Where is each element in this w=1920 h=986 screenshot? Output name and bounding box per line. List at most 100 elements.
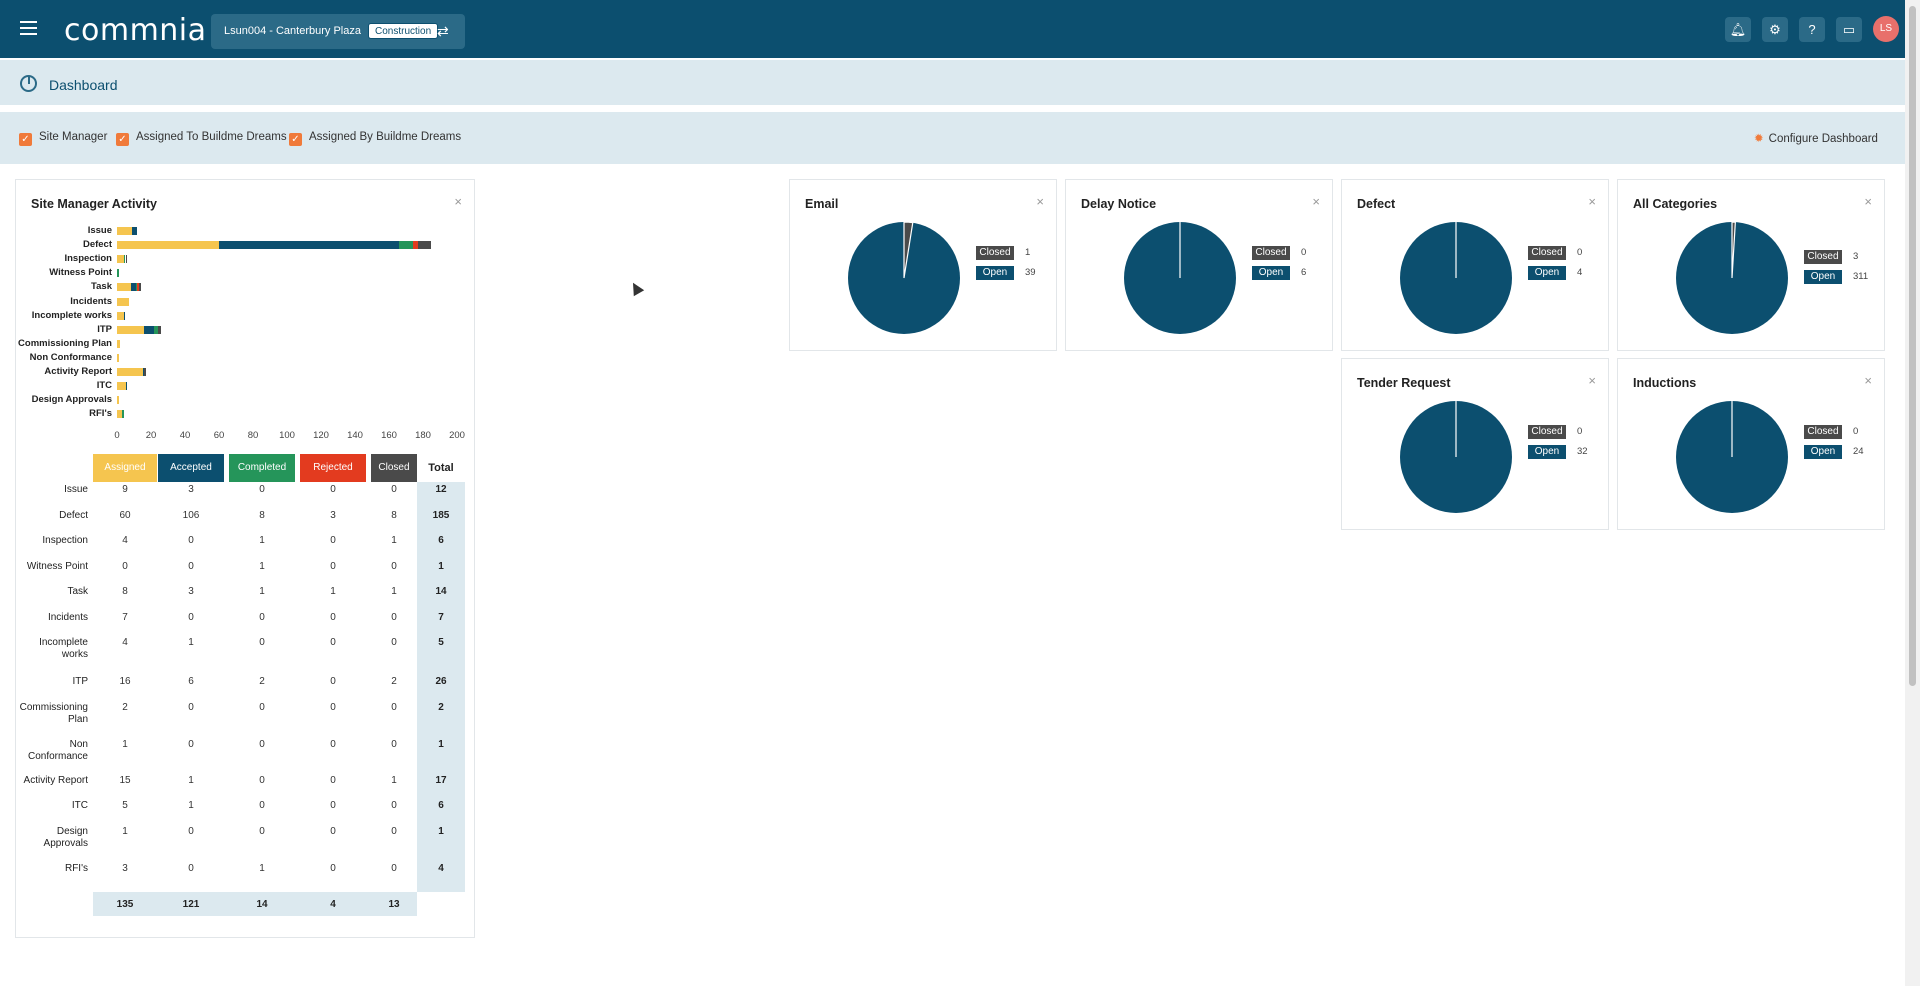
table-cell[interactable]: 8 [391, 510, 397, 521]
table-cell[interactable]: 0 [330, 826, 336, 837]
table-cell[interactable]: 15 [119, 775, 131, 786]
scrollbar-thumb[interactable] [1909, 6, 1916, 686]
table-cell[interactable]: 0 [391, 863, 397, 874]
table-row-total[interactable]: 185 [432, 510, 450, 521]
notifications-icon[interactable]: 🔔︎ [1725, 17, 1751, 42]
table-cell[interactable]: 6 [188, 676, 194, 687]
table-cell[interactable]: 0 [259, 800, 265, 811]
table-cell[interactable]: 9 [122, 484, 128, 495]
table-cell[interactable]: 0 [259, 739, 265, 750]
table-cell[interactable]: 0 [259, 775, 265, 786]
settings-icon[interactable]: ⚙ [1762, 17, 1788, 42]
table-cell[interactable]: 3 [188, 484, 194, 495]
legend-closed[interactable]: Closed [1528, 425, 1566, 439]
close-icon[interactable]: × [1036, 194, 1044, 209]
table-cell[interactable]: 0 [259, 612, 265, 623]
table-cell[interactable]: 0 [330, 612, 336, 623]
menu-icon[interactable] [20, 21, 37, 35]
configure-dashboard-button[interactable]: ✹Configure Dashboard [1754, 131, 1878, 145]
legend-closed[interactable]: Closed [1252, 246, 1290, 260]
table-cell[interactable]: 4 [122, 535, 128, 546]
table-row-total[interactable]: 7 [438, 612, 444, 623]
table-cell[interactable]: 2 [122, 702, 128, 713]
pie-slice-closed[interactable] [1731, 221, 1736, 279]
table-cell[interactable]: 0 [122, 561, 128, 572]
table-row-total[interactable]: 17 [435, 775, 447, 786]
pie-chart[interactable] [1399, 400, 1513, 514]
legend-open[interactable]: Open [1804, 270, 1842, 284]
table-cell[interactable]: 0 [188, 612, 194, 623]
table-cell[interactable]: 1 [122, 826, 128, 837]
filter-site-manager[interactable]: ✓Site Manager [19, 131, 107, 146]
table-cell[interactable]: 1 [188, 637, 194, 648]
user-avatar[interactable]: LS [1873, 16, 1899, 42]
table-cell[interactable]: 0 [391, 612, 397, 623]
table-cell[interactable]: 1 [259, 561, 265, 572]
table-row-total[interactable]: 5 [438, 637, 444, 648]
table-cell[interactable]: 1 [259, 863, 265, 874]
table-cell[interactable]: 1 [259, 535, 265, 546]
legend-open[interactable]: Open [1804, 445, 1842, 459]
table-cell[interactable]: 0 [330, 676, 336, 687]
table-cell[interactable]: 1 [259, 586, 265, 597]
table-cell[interactable]: 0 [330, 702, 336, 713]
table-cell[interactable]: 3 [188, 586, 194, 597]
table-cell[interactable]: 1 [391, 535, 397, 546]
pie-chart[interactable] [1399, 221, 1513, 335]
filter-assigned-to[interactable]: ✓Assigned To Buildme Dreams [116, 131, 287, 146]
legend-closed[interactable]: Closed [1528, 246, 1566, 260]
pie-chart[interactable] [1675, 400, 1789, 514]
table-cell[interactable]: 0 [391, 484, 397, 495]
table-cell[interactable]: 8 [122, 586, 128, 597]
table-cell[interactable]: 1 [122, 739, 128, 750]
column-header-assigned[interactable]: Assigned [93, 454, 157, 482]
column-total[interactable]: 13 [388, 899, 400, 910]
close-icon[interactable]: × [1864, 194, 1872, 209]
table-row-total[interactable]: 1 [438, 739, 444, 750]
table-row-total[interactable]: 14 [435, 586, 447, 597]
table-cell[interactable]: 0 [188, 739, 194, 750]
table-cell[interactable]: 3 [330, 510, 336, 521]
table-cell[interactable]: 106 [182, 510, 200, 521]
filter-assigned-by[interactable]: ✓Assigned By Buildme Dreams [289, 131, 461, 146]
column-total[interactable]: 4 [330, 899, 336, 910]
table-cell[interactable]: 1 [188, 800, 194, 811]
project-selector[interactable]: Lsun004 - Canterbury Plaza Construction … [211, 14, 465, 49]
table-cell[interactable]: 0 [391, 800, 397, 811]
help-icon[interactable]: ? [1799, 17, 1825, 42]
table-row-total[interactable]: 1 [438, 561, 444, 572]
table-cell[interactable]: 1 [391, 775, 397, 786]
table-cell[interactable]: 16 [119, 676, 131, 687]
table-cell[interactable]: 0 [188, 561, 194, 572]
table-cell[interactable]: 0 [188, 702, 194, 713]
table-row-total[interactable]: 2 [438, 702, 444, 713]
table-cell[interactable]: 0 [391, 739, 397, 750]
column-total[interactable]: 14 [256, 899, 268, 910]
column-total[interactable]: 121 [182, 899, 200, 910]
table-cell[interactable]: 0 [259, 826, 265, 837]
table-row-total[interactable]: 26 [435, 676, 447, 687]
legend-open[interactable]: Open [1252, 266, 1290, 280]
chat-icon[interactable]: ▭ [1836, 17, 1862, 42]
table-cell[interactable]: 0 [188, 826, 194, 837]
legend-open[interactable]: Open [1528, 266, 1566, 280]
table-cell[interactable]: 0 [330, 800, 336, 811]
table-cell[interactable]: 2 [391, 676, 397, 687]
page-scrollbar[interactable] [1905, 0, 1920, 986]
table-cell[interactable]: 8 [259, 510, 265, 521]
legend-closed[interactable]: Closed [976, 246, 1014, 260]
column-total[interactable]: 135 [116, 899, 134, 910]
table-cell[interactable]: 5 [122, 800, 128, 811]
column-header-rejected[interactable]: Rejected [300, 454, 366, 482]
table-cell[interactable]: 2 [259, 676, 265, 687]
table-cell[interactable]: 0 [259, 484, 265, 495]
table-cell[interactable]: 0 [330, 739, 336, 750]
close-icon[interactable]: × [1588, 194, 1596, 209]
table-cell[interactable]: 0 [330, 484, 336, 495]
table-cell[interactable]: 0 [391, 637, 397, 648]
table-cell[interactable]: 1 [330, 586, 336, 597]
checkbox-checked-icon[interactable]: ✓ [116, 133, 129, 146]
close-icon[interactable]: × [454, 194, 462, 209]
table-row-total[interactable]: 6 [438, 535, 444, 546]
pie-chart[interactable] [1123, 221, 1237, 335]
